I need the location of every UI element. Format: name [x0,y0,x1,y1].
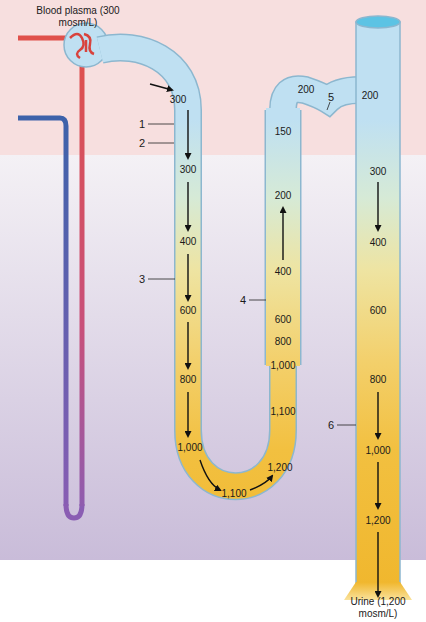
collecting-duct [356,22,400,584]
osmolarity-value: 1,000 [365,445,390,457]
osmolarity-value: 400 [180,236,197,248]
region-label: Urine (1,200 mosm/L) [336,596,420,620]
callout-number: 2 [139,137,145,149]
osmolarity-value: 200 [275,190,292,202]
afferent-arteriole [18,36,70,41]
tubule-outline [100,48,360,487]
glomerulus [70,34,94,58]
duct-lumen [356,16,400,28]
osmolarity-value: 1,000 [270,360,295,372]
osmolarity-value: 200 [298,84,315,96]
osmolarity-value: 400 [370,237,387,249]
osmolarity-value: 1,200 [365,515,390,527]
vasa-recta-loop [66,504,82,518]
osmolarity-value: 1,100 [270,406,295,418]
osmolarity-value: 300 [370,166,387,178]
callout-number: 1 [139,118,145,130]
callout-number: 6 [328,419,334,431]
osmolarity-value: 600 [370,305,387,317]
vasa-recta-venous [18,118,66,506]
osmolarity-value: 1,100 [221,488,246,500]
flow-arrow [150,84,378,596]
callout-number: 4 [240,294,246,306]
osmolarity-value: 300 [180,164,197,176]
osmolarity-value: 1,200 [267,462,292,474]
osmolarity-value: 800 [275,336,292,348]
osmolarity-value: 300 [170,94,187,106]
region-label: Blood plasma (300 mosm/L) [36,5,120,29]
osmolarity-value: 1,000 [177,442,202,454]
leader-line [148,102,356,425]
osmolarity-value: 600 [275,314,292,326]
callout-number: 5 [328,91,334,103]
osmolarity-value: 200 [362,90,379,102]
vasa-recta-arterial [80,56,85,506]
osmolarity-value: 800 [370,374,387,386]
osmolarity-value: 150 [275,126,292,138]
renal-tubule [100,48,360,487]
osmolarity-value: 800 [180,374,197,386]
callout-number: 3 [139,273,145,285]
osmolarity-value: 600 [180,305,197,317]
osmolarity-value: 400 [275,266,292,278]
